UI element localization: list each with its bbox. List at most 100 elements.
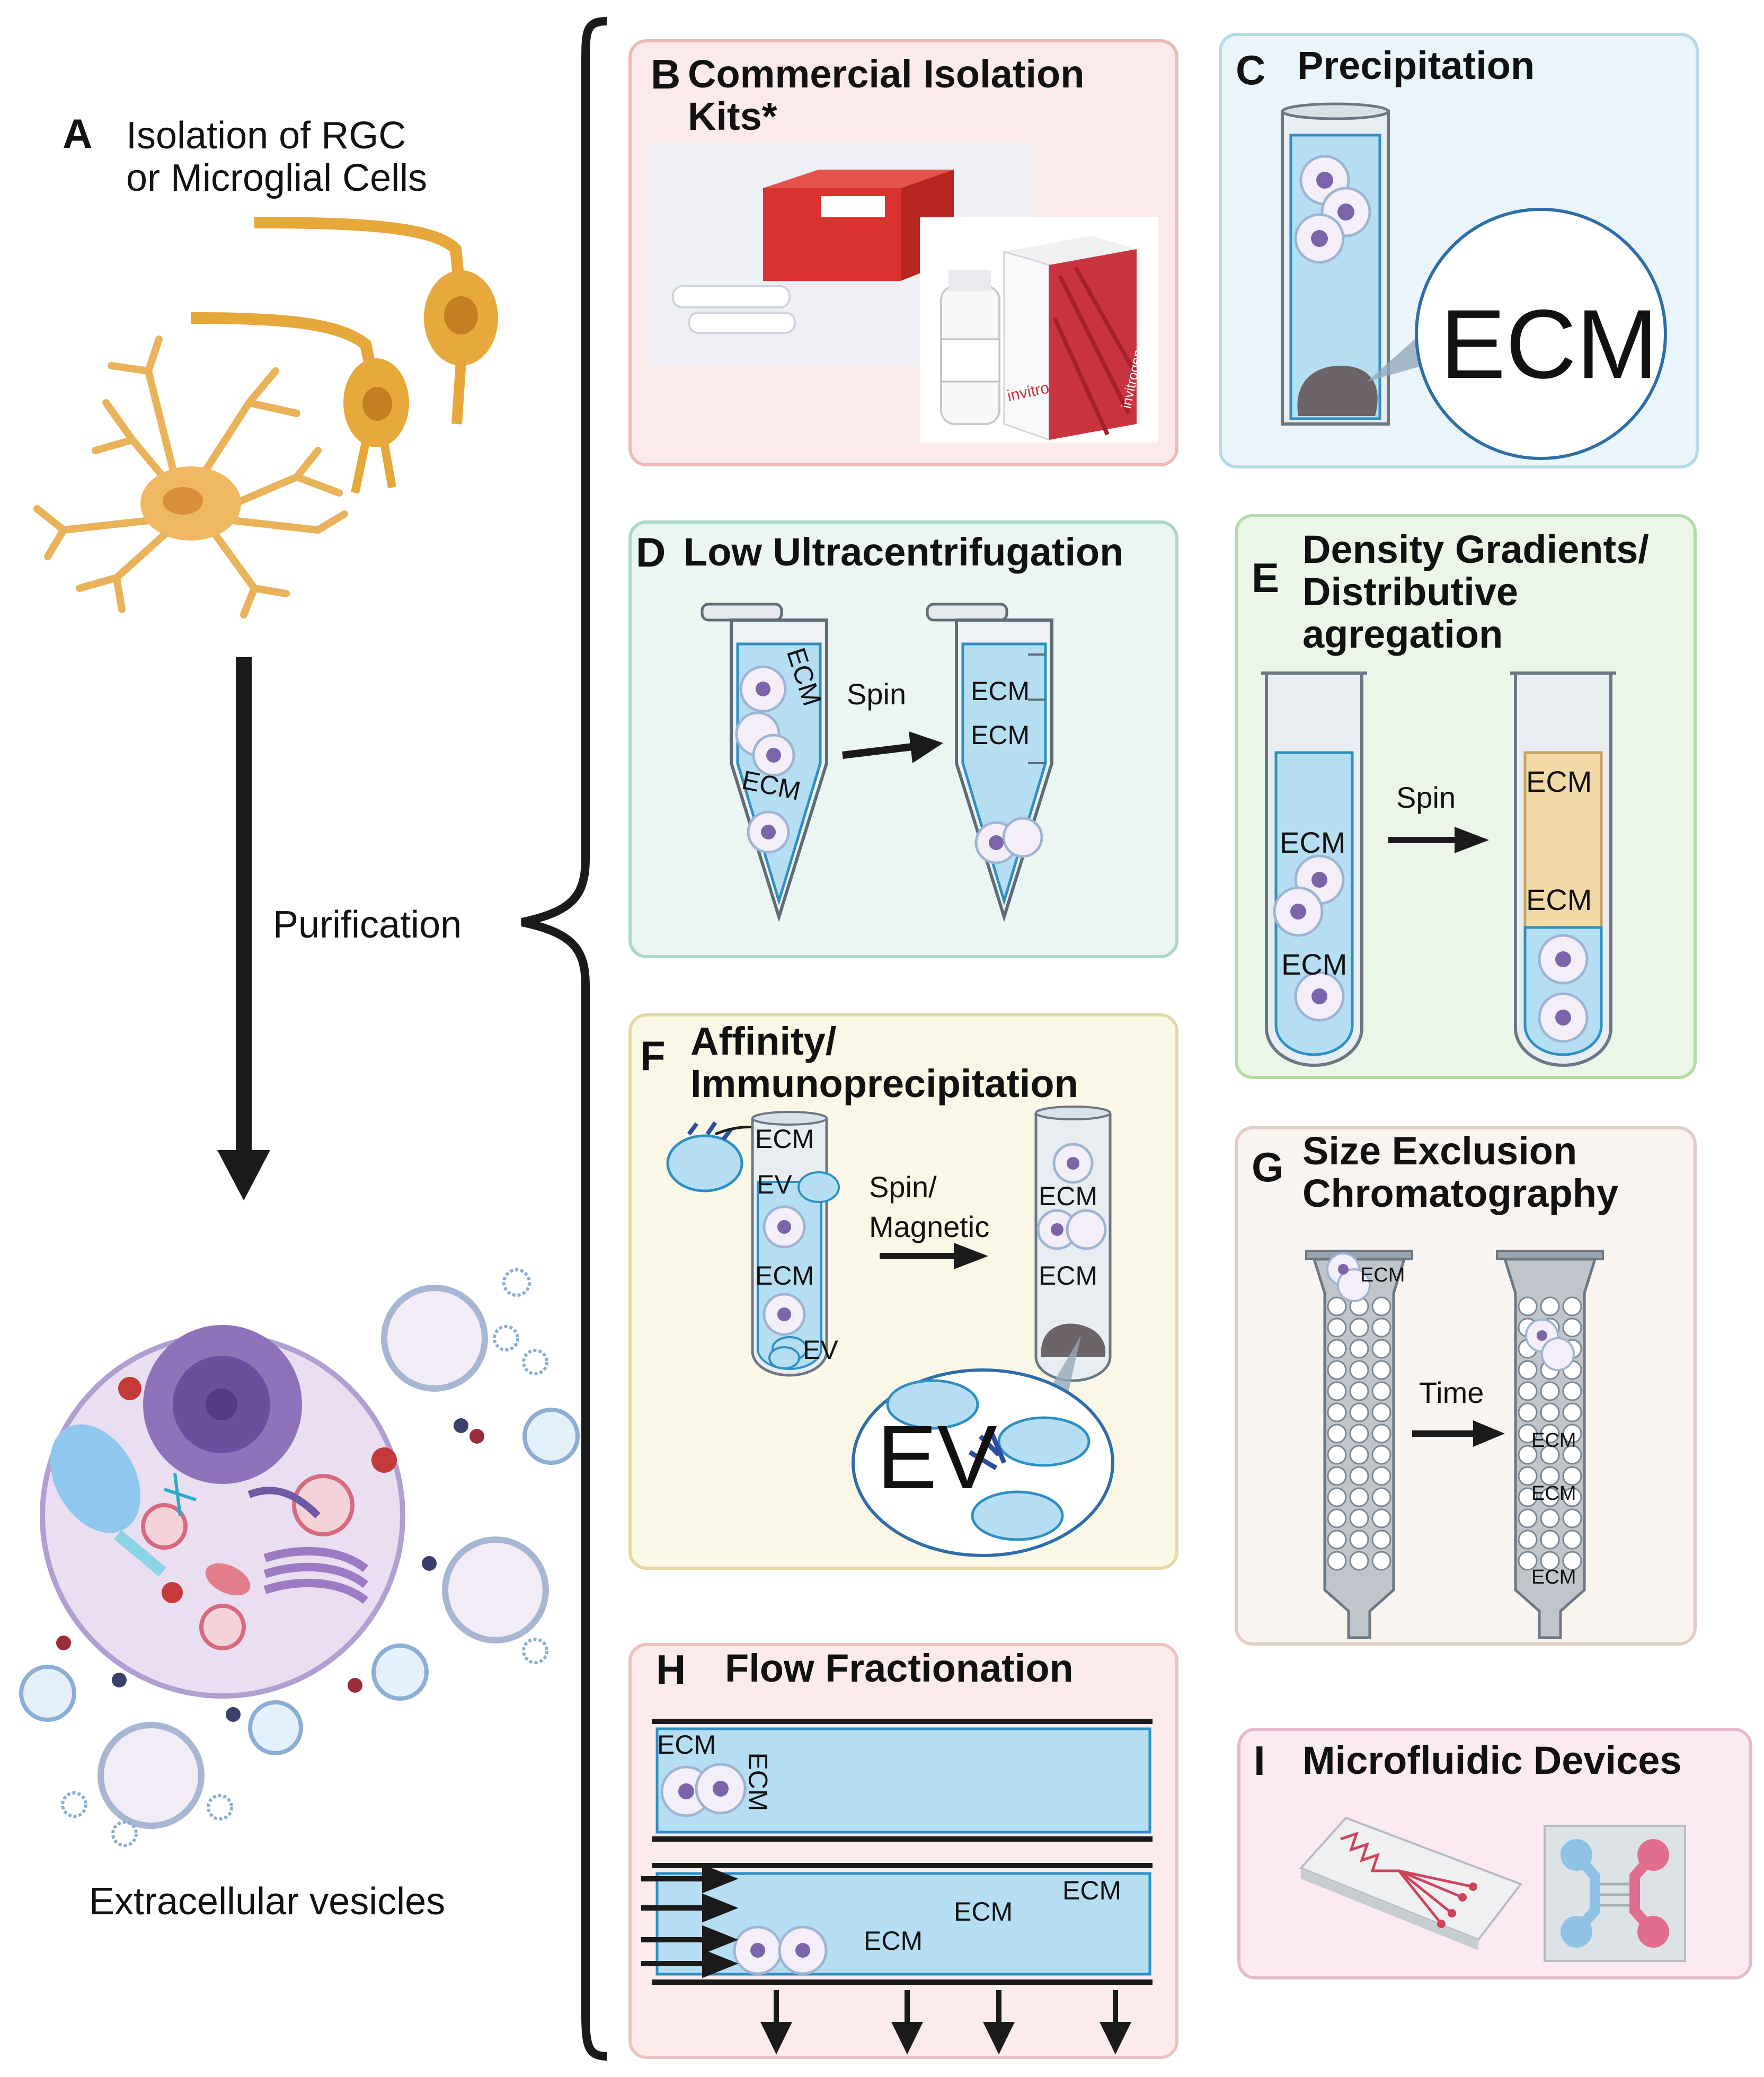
resin-bead [1371,1445,1391,1465]
panel-f-tube1-ecm-b: ECM [755,1261,814,1291]
resin-bead [1327,1466,1347,1486]
panel-e-title-line2: Distributive [1302,570,1519,614]
microglia-illustration [33,335,348,618]
resin-bead [1540,1466,1560,1486]
panel-c-zoom-label: ECM [1440,290,1659,399]
resin-bead [1327,1318,1347,1338]
resin-bead [1327,1360,1347,1380]
resin-bead [1518,1445,1538,1465]
vesicles-illustration [19,1268,580,1847]
panel-f-title-line2: Immunoprecipitation [690,1062,1078,1106]
panel-e-title-line3: agregation [1302,612,1503,656]
panel-d [628,520,1178,958]
resin-bead [1327,1530,1347,1550]
panel-b-title-line2: Kits* [688,94,777,138]
panel-g-title-line2: Chromatography [1302,1171,1619,1215]
resin-bead [1349,1466,1369,1486]
panel-a-letter: A [63,110,93,157]
panel-d-tube2-label-b: ECM [971,720,1030,750]
panel-d-title: Low Ultracentrifugation [684,530,1124,574]
panel-f-tube1-ev-b: EV [803,1335,838,1365]
panel-d-letter: D [636,529,666,576]
resin-bead [1349,1508,1369,1528]
resin-bead [1349,1339,1369,1359]
panel-h-top-label-a: ECM [657,1730,716,1760]
resin-bead [1562,1381,1582,1401]
panel-g-title-line1: Size Exclusion [1302,1129,1577,1173]
resin-bead [1349,1445,1369,1465]
resin-bead [1540,1487,1560,1507]
panel-f-tube2-ecm-a: ECM [1039,1181,1098,1211]
resin-bead [1540,1402,1560,1422]
resin-bead [1327,1296,1347,1316]
resin-bead [1349,1318,1369,1338]
resin-bead [1349,1402,1369,1422]
panel-g-col2-label-b: ECM [1531,1482,1576,1505]
resin-bead [1518,1508,1538,1528]
panel-d-tube2-label-a: ECM [971,676,1030,706]
resin-bead [1371,1296,1391,1316]
resin-bead [1518,1424,1538,1444]
resin-bead [1371,1487,1391,1507]
resin-bead [1562,1296,1582,1316]
resin-bead [1349,1424,1369,1444]
panel-h [628,1643,1178,2059]
column-2 [1496,1250,1604,1639]
resin-bead [1562,1445,1582,1465]
resin-bead [1562,1402,1582,1422]
resin-bead [1518,1402,1538,1422]
panel-i-letter: I [1254,1737,1265,1784]
resin-bead [1371,1318,1391,1338]
resin-bead [1540,1508,1560,1528]
resin-bead [1371,1424,1391,1444]
panel-f-tube2-ecm-b: ECM [1039,1261,1098,1291]
resin-bead [1562,1424,1582,1444]
resin-bead [1518,1381,1538,1401]
extracellular-vesicles-label: Extracellular vesicles [89,1880,446,1923]
panel-c-letter: C [1236,47,1266,93]
panel-e-spin-label: Spin [1396,781,1456,814]
panel-c-title: Precipitation [1297,43,1535,87]
resin-bead [1371,1551,1391,1571]
cell-illustration [40,1325,405,1699]
panel-d-spin-label: Spin [847,677,907,711]
resin-bead [1540,1424,1560,1444]
panel-a-title-line1: Isolation of RGC [126,114,406,157]
resin-bead [1371,1339,1391,1359]
resin-bead [1371,1530,1391,1550]
panel-f-arrow-label-2: Magnetic [869,1210,990,1243]
resin-bead [1371,1402,1391,1422]
panel-f-tube1-ecm-a: ECM [755,1124,814,1154]
resin-bead [1371,1466,1391,1486]
panel-b-letter: B [651,51,681,98]
resin-bead [1562,1487,1582,1507]
purification-label: Purification [273,904,462,946]
panel-h-bottom-label-a: ECM [864,1926,923,1956]
resin-bead [1327,1445,1347,1465]
resin-bead [1562,1551,1582,1571]
resin-bead [1540,1296,1560,1316]
resin-bead [1518,1530,1538,1550]
panel-e-letter: E [1252,554,1280,601]
resin-bead [1518,1296,1538,1316]
panel-g-col1-label: ECM [1360,1264,1405,1286]
resin-bead [1349,1530,1369,1550]
panel-h-bottom-label-c: ECM [1062,1876,1122,1905]
panel-b-title-line1: Commercial Isolation [688,52,1085,96]
panel-h-title: Flow Fractionation [725,1646,1074,1690]
resin-bead [1327,1402,1347,1422]
resin-bead [1518,1466,1538,1486]
panel-g-time-label: Time [1419,1376,1484,1409]
resin-bead [1518,1551,1538,1571]
resin-bead [1371,1508,1391,1528]
panel-e-tube2-label-a: ECM [1526,765,1592,798]
panel-h-letter: H [656,1646,686,1693]
panel-a-title-line2: or Microglial Cells [126,157,428,199]
panel-f-letter: F [640,1032,666,1079]
